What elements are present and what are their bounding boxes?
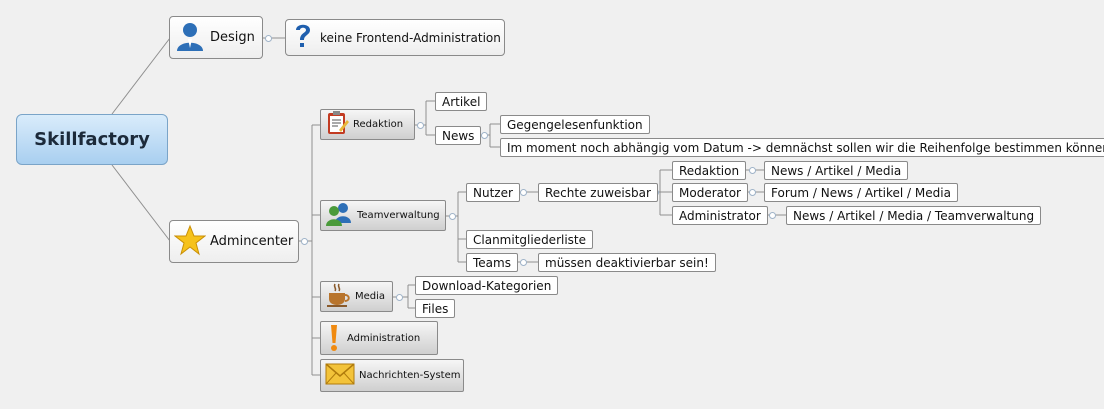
download-kategorien-label: Download-Kategorien [422, 278, 552, 293]
perm-redaktion-label: News / Artikel / Media [771, 163, 902, 178]
admincenter-topic[interactable]: Admincenter [169, 220, 299, 263]
role-redaktion-label: Redaktion [679, 163, 740, 178]
files-topic[interactable]: Files [415, 299, 456, 318]
collapse-toggle-teamverwaltung[interactable] [449, 213, 456, 220]
role-administrator-topic[interactable]: Administrator [672, 206, 768, 225]
design-label: Design [210, 30, 255, 45]
collapse-toggle-media[interactable] [396, 294, 403, 301]
envelope-icon [325, 363, 355, 388]
collapse-toggle-role-moderator[interactable] [749, 189, 756, 196]
perm-moderator-label: Forum / News / Artikel / Media [771, 185, 951, 200]
teamverwaltung-topic[interactable]: Teamverwaltung [320, 200, 446, 231]
download-kategorien-topic[interactable]: Download-Kategorien [415, 276, 559, 295]
clanmitgliederliste-topic[interactable]: Clanmitgliederliste [466, 230, 594, 249]
design-child-topic[interactable]: keine Frontend-Administration [285, 19, 505, 56]
administration-topic[interactable]: Administration [320, 321, 438, 355]
teams-note-topic[interactable]: müssen deaktivierbar sein! [538, 253, 716, 272]
star-icon [173, 224, 207, 260]
admincenter-label: Admincenter [210, 234, 294, 249]
exclamation-icon [325, 324, 343, 352]
users-icon [325, 201, 353, 230]
collapse-toggle-news[interactable] [481, 132, 488, 139]
user-icon [174, 20, 206, 56]
media-topic[interactable]: Media [320, 281, 393, 312]
news-topic[interactable]: News [435, 126, 482, 145]
media-label: Media [355, 291, 386, 302]
administration-label: Administration [347, 332, 421, 344]
collapse-toggle-design[interactable] [265, 35, 272, 42]
nachrichten-topic[interactable]: Nachrichten-System [320, 359, 464, 392]
artikel-topic[interactable]: Artikel [435, 92, 488, 111]
news-label: News [442, 128, 475, 143]
collapse-toggle-redaktion[interactable] [417, 122, 424, 129]
collapse-toggle-role-administrator[interactable] [769, 212, 776, 219]
root-topic[interactable]: Skillfactory [16, 114, 168, 165]
collapse-toggle-role-redaktion[interactable] [749, 167, 756, 174]
root-topic-label: Skillfactory [34, 129, 150, 150]
perm-moderator-topic[interactable]: Forum / News / Artikel / Media [764, 183, 958, 202]
collapse-toggle-nutzer[interactable] [520, 189, 527, 196]
perm-redaktion-topic[interactable]: News / Artikel / Media [764, 161, 909, 180]
redaktion-label: Redaktion [353, 119, 404, 130]
nutzer-label: Nutzer [473, 185, 513, 200]
role-moderator-topic[interactable]: Moderator [672, 183, 748, 202]
role-redaktion-topic[interactable]: Redaktion [672, 161, 747, 180]
rechte-label: Rechte zuweisbar [545, 185, 651, 200]
teamverwaltung-label: Teamverwaltung [357, 210, 440, 221]
clipboard-icon [325, 110, 349, 139]
question-icon [290, 21, 316, 54]
clanmitgliederliste-label: Clanmitgliederliste [473, 232, 587, 247]
gegengelesen-topic[interactable]: Gegengelesenfunktion [500, 115, 650, 134]
role-administrator-label: Administrator [679, 208, 761, 223]
coffee-icon [325, 282, 351, 311]
datum-note-label: Im moment noch abhängig vom Datum -> dem… [507, 140, 1104, 155]
nutzer-topic[interactable]: Nutzer [466, 183, 520, 202]
collapse-toggle-teams[interactable] [520, 259, 527, 266]
files-label: Files [422, 301, 449, 316]
teams-topic[interactable]: Teams [466, 253, 518, 272]
redaktion-topic[interactable]: Redaktion [320, 109, 415, 140]
teams-label: Teams [473, 255, 511, 270]
teams-note-label: müssen deaktivierbar sein! [545, 255, 709, 270]
nachrichten-label: Nachrichten-System [359, 370, 461, 381]
perm-administrator-topic[interactable]: News / Artikel / Media / Teamverwaltung [786, 206, 1042, 225]
datum-note-topic[interactable]: Im moment noch abhängig vom Datum -> dem… [500, 138, 1104, 157]
perm-administrator-label: News / Artikel / Media / Teamverwaltung [793, 208, 1035, 223]
design-topic[interactable]: Design [169, 16, 263, 59]
gegengelesen-label: Gegengelesenfunktion [507, 117, 643, 132]
collapse-toggle-admincenter[interactable] [301, 238, 308, 245]
role-moderator-label: Moderator [679, 185, 741, 200]
artikel-label: Artikel [442, 94, 481, 109]
rechte-topic[interactable]: Rechte zuweisbar [538, 183, 658, 202]
design-child-label: keine Frontend-Administration [320, 30, 501, 45]
